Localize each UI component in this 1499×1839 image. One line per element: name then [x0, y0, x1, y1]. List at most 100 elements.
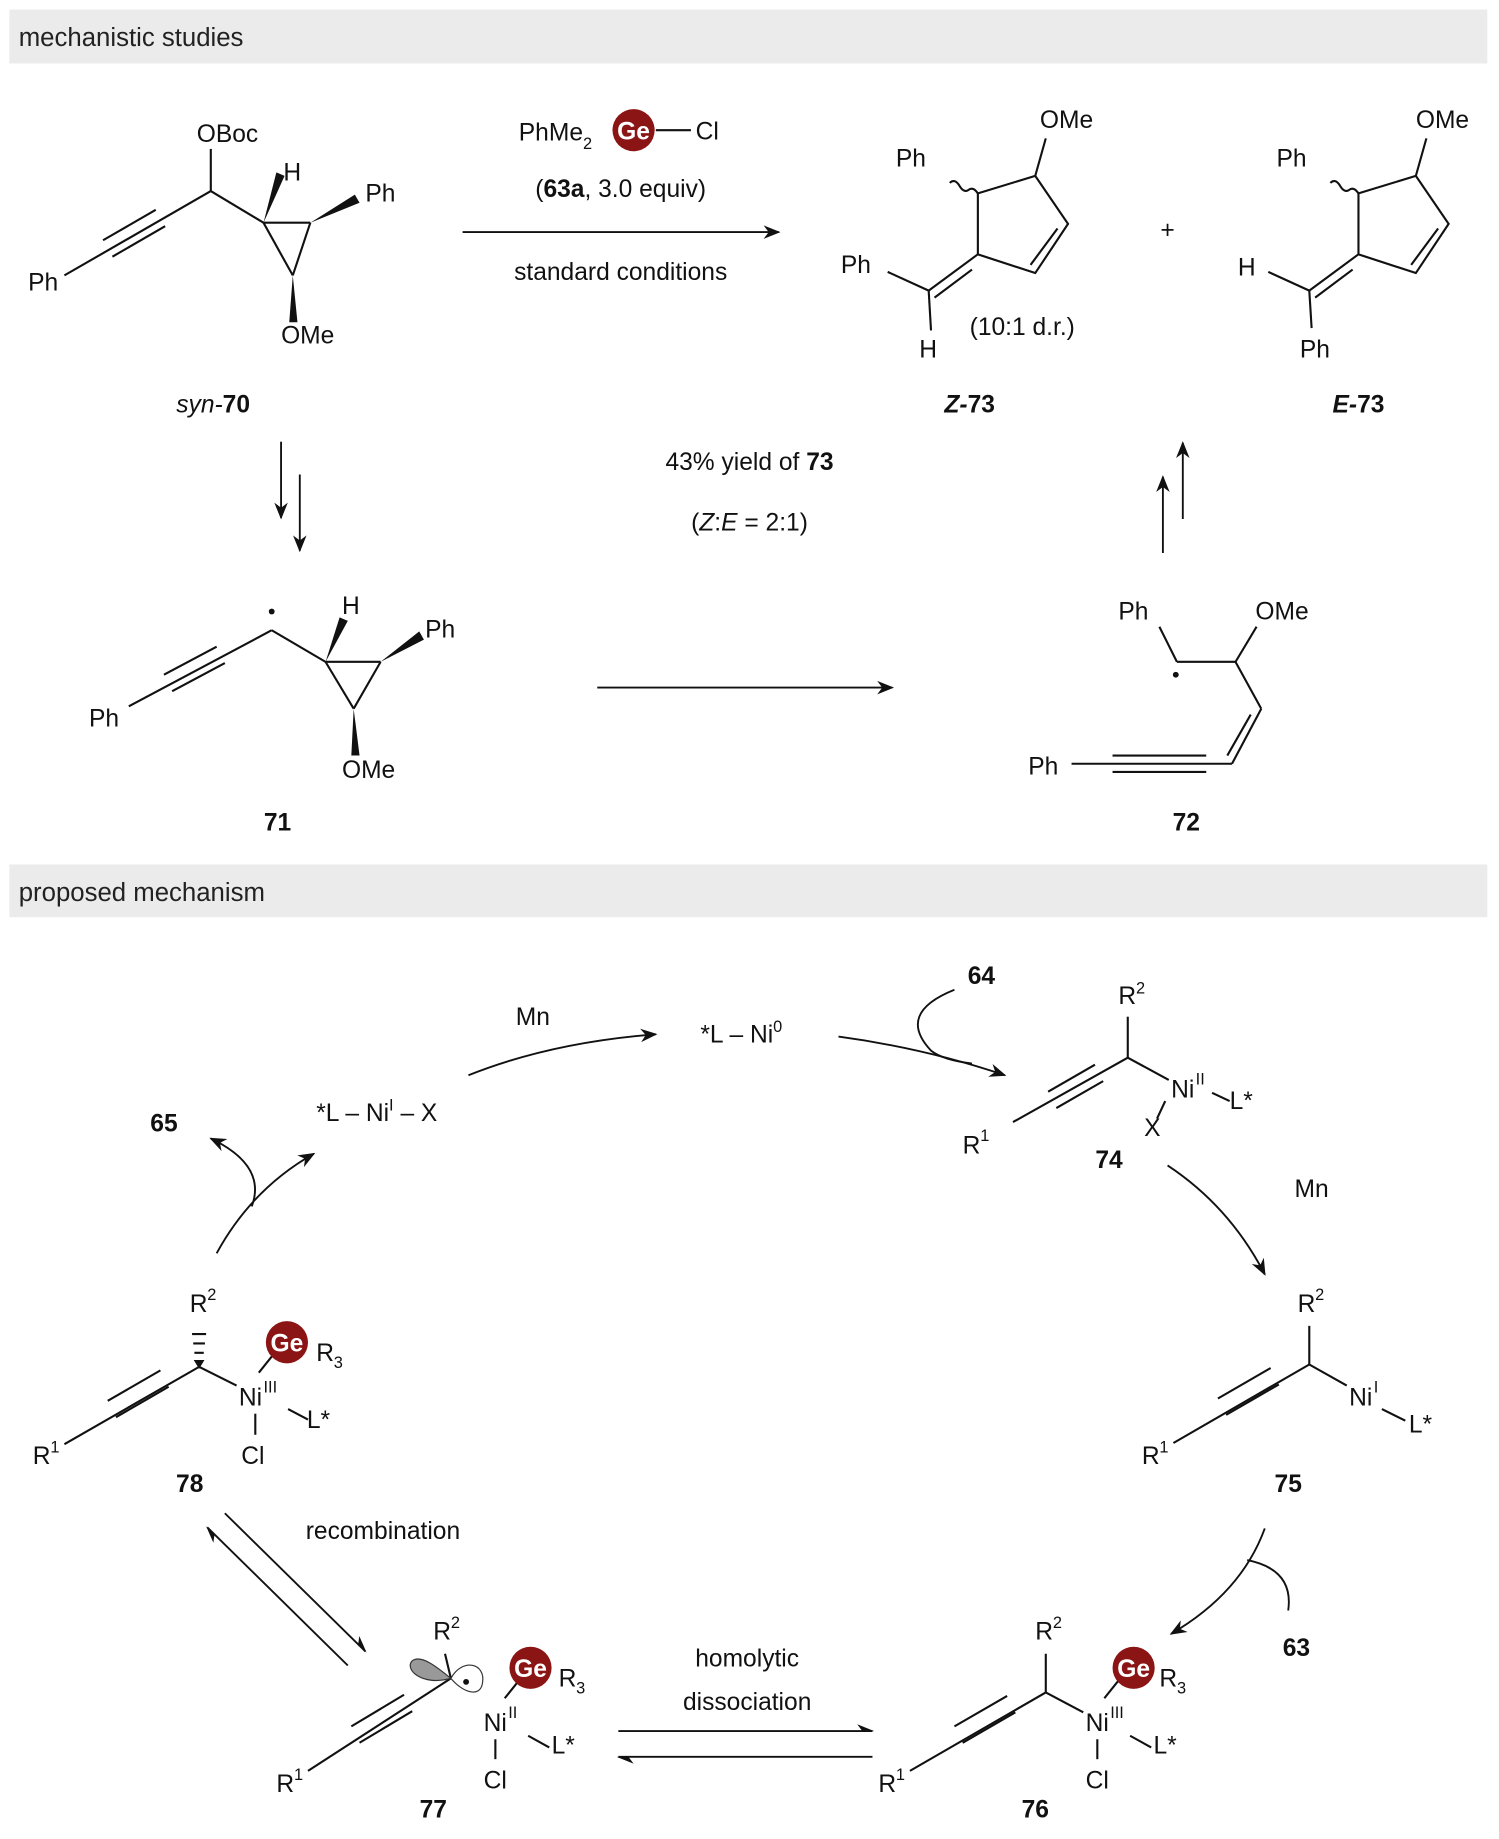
conditions: standard conditions — [514, 259, 727, 286]
bond — [1029, 227, 1059, 266]
atom-label: R — [559, 1666, 577, 1693]
atom-label: 1 — [1159, 1438, 1168, 1456]
atom-label: 2 — [451, 1614, 460, 1632]
ze-ratio: (Z:E = 2:1) — [691, 510, 808, 537]
curved-arrow-64 — [916, 988, 973, 1065]
bond — [351, 708, 360, 756]
bond — [1414, 138, 1428, 177]
atom-label: 1 — [980, 1127, 989, 1145]
bond — [450, 1664, 484, 1693]
reagent-amount: (63a, 3.0 equiv) — [535, 176, 706, 203]
bond — [1226, 714, 1252, 757]
atom-label: I — [389, 1096, 394, 1114]
atom-label: 70 — [223, 391, 250, 418]
bond — [1231, 708, 1263, 765]
bond — [352, 661, 382, 710]
bond — [171, 662, 226, 693]
bond — [1156, 1100, 1167, 1120]
atom-label: R — [878, 1771, 896, 1798]
compound-71: Ph H Ph OMe 71 — [89, 593, 455, 837]
atom-label: Ph — [1276, 145, 1306, 172]
bond — [1225, 1383, 1280, 1416]
compound-syn-70: Ph OBoc H Ph OMe syn-70 — [28, 121, 395, 419]
atom-label: 2 — [1315, 1286, 1324, 1304]
label-Z-73: Z-73 — [943, 391, 995, 418]
atom-label: = 2:1) — [738, 510, 808, 537]
atom-label: Ni — [1086, 1710, 1109, 1737]
cycle-arrow — [215, 1152, 316, 1254]
curved-arrow-63 — [1247, 1559, 1290, 1611]
bond — [1034, 138, 1047, 177]
atom-label: Z — [698, 510, 715, 537]
atom-label: Ge — [617, 119, 650, 146]
bond — [192, 1333, 207, 1369]
bond — [1308, 290, 1313, 329]
atom-label: Cl — [696, 119, 719, 146]
atom-label: R — [1298, 1291, 1316, 1318]
bond — [927, 290, 933, 331]
bond — [198, 1365, 238, 1387]
label-64: 64 — [968, 963, 996, 990]
bond — [271, 629, 327, 663]
atom-label: *L – Ni — [316, 1100, 389, 1127]
bond — [63, 1365, 200, 1446]
atom-label: 73 — [1357, 391, 1384, 418]
ni0-complex: *L – Ni0 — [700, 1018, 782, 1049]
section-header-bg — [9, 864, 1488, 918]
label-E-73: E-73 — [1333, 391, 1385, 418]
bond — [107, 1369, 161, 1402]
atom-label: I — [1374, 1379, 1379, 1397]
atom-label: OMe — [342, 757, 395, 784]
bond — [1217, 1367, 1272, 1400]
atom-label: R — [433, 1619, 451, 1646]
cycle-arrow — [468, 1028, 658, 1077]
ge-badge — [612, 109, 655, 152]
atom-label: R — [1159, 1666, 1177, 1693]
bond — [287, 1408, 309, 1421]
bond — [1267, 270, 1310, 292]
bond — [409, 1658, 453, 1681]
section-header-mechanism: proposed mechanism — [19, 879, 265, 907]
curved-arrow-65 — [209, 1137, 256, 1207]
bond — [1127, 1056, 1170, 1081]
reagent-formula: PhMe2 — [519, 120, 592, 153]
bond — [933, 268, 973, 299]
mn-reductant: Mn — [516, 1004, 550, 1031]
bond — [1308, 1363, 1348, 1387]
atom-label: Ph — [1118, 599, 1148, 626]
atom-label: E- — [1333, 391, 1358, 418]
bond — [949, 179, 979, 195]
bond — [257, 1354, 274, 1374]
bond — [1112, 1646, 1155, 1689]
atom-label: R — [190, 1291, 208, 1318]
bond — [1314, 268, 1354, 299]
label-71: 71 — [264, 809, 291, 836]
bond — [262, 222, 294, 276]
atom-label: E — [721, 510, 738, 537]
label-63: 63 — [1283, 1635, 1310, 1662]
cycle-arrow — [1169, 1528, 1266, 1635]
atom-label: OMe — [1040, 107, 1093, 134]
bond — [1012, 1056, 1129, 1124]
mn-reductant: Mn — [1295, 1176, 1329, 1203]
atom-label: 1 — [294, 1766, 303, 1784]
bond — [358, 1710, 413, 1744]
atom-label: L* — [307, 1407, 331, 1434]
atom-label: 63a — [543, 176, 584, 203]
bond — [307, 1677, 452, 1772]
label-syn-70: syn-70 — [176, 391, 250, 418]
bond — [1329, 179, 1360, 195]
atom-label: Ph — [841, 252, 871, 279]
bond — [962, 1711, 1016, 1744]
atom-label: X — [1144, 1115, 1160, 1142]
atom-label: L* — [1154, 1732, 1178, 1759]
ni1-x-complex: *L – NiI – X — [316, 1096, 437, 1127]
bond — [1410, 227, 1439, 266]
bond — [509, 1646, 552, 1689]
bond — [463, 1678, 470, 1685]
atom-label: 3 — [576, 1680, 585, 1698]
label-77: 77 — [420, 1797, 447, 1824]
atom-label: L* — [1230, 1088, 1254, 1115]
